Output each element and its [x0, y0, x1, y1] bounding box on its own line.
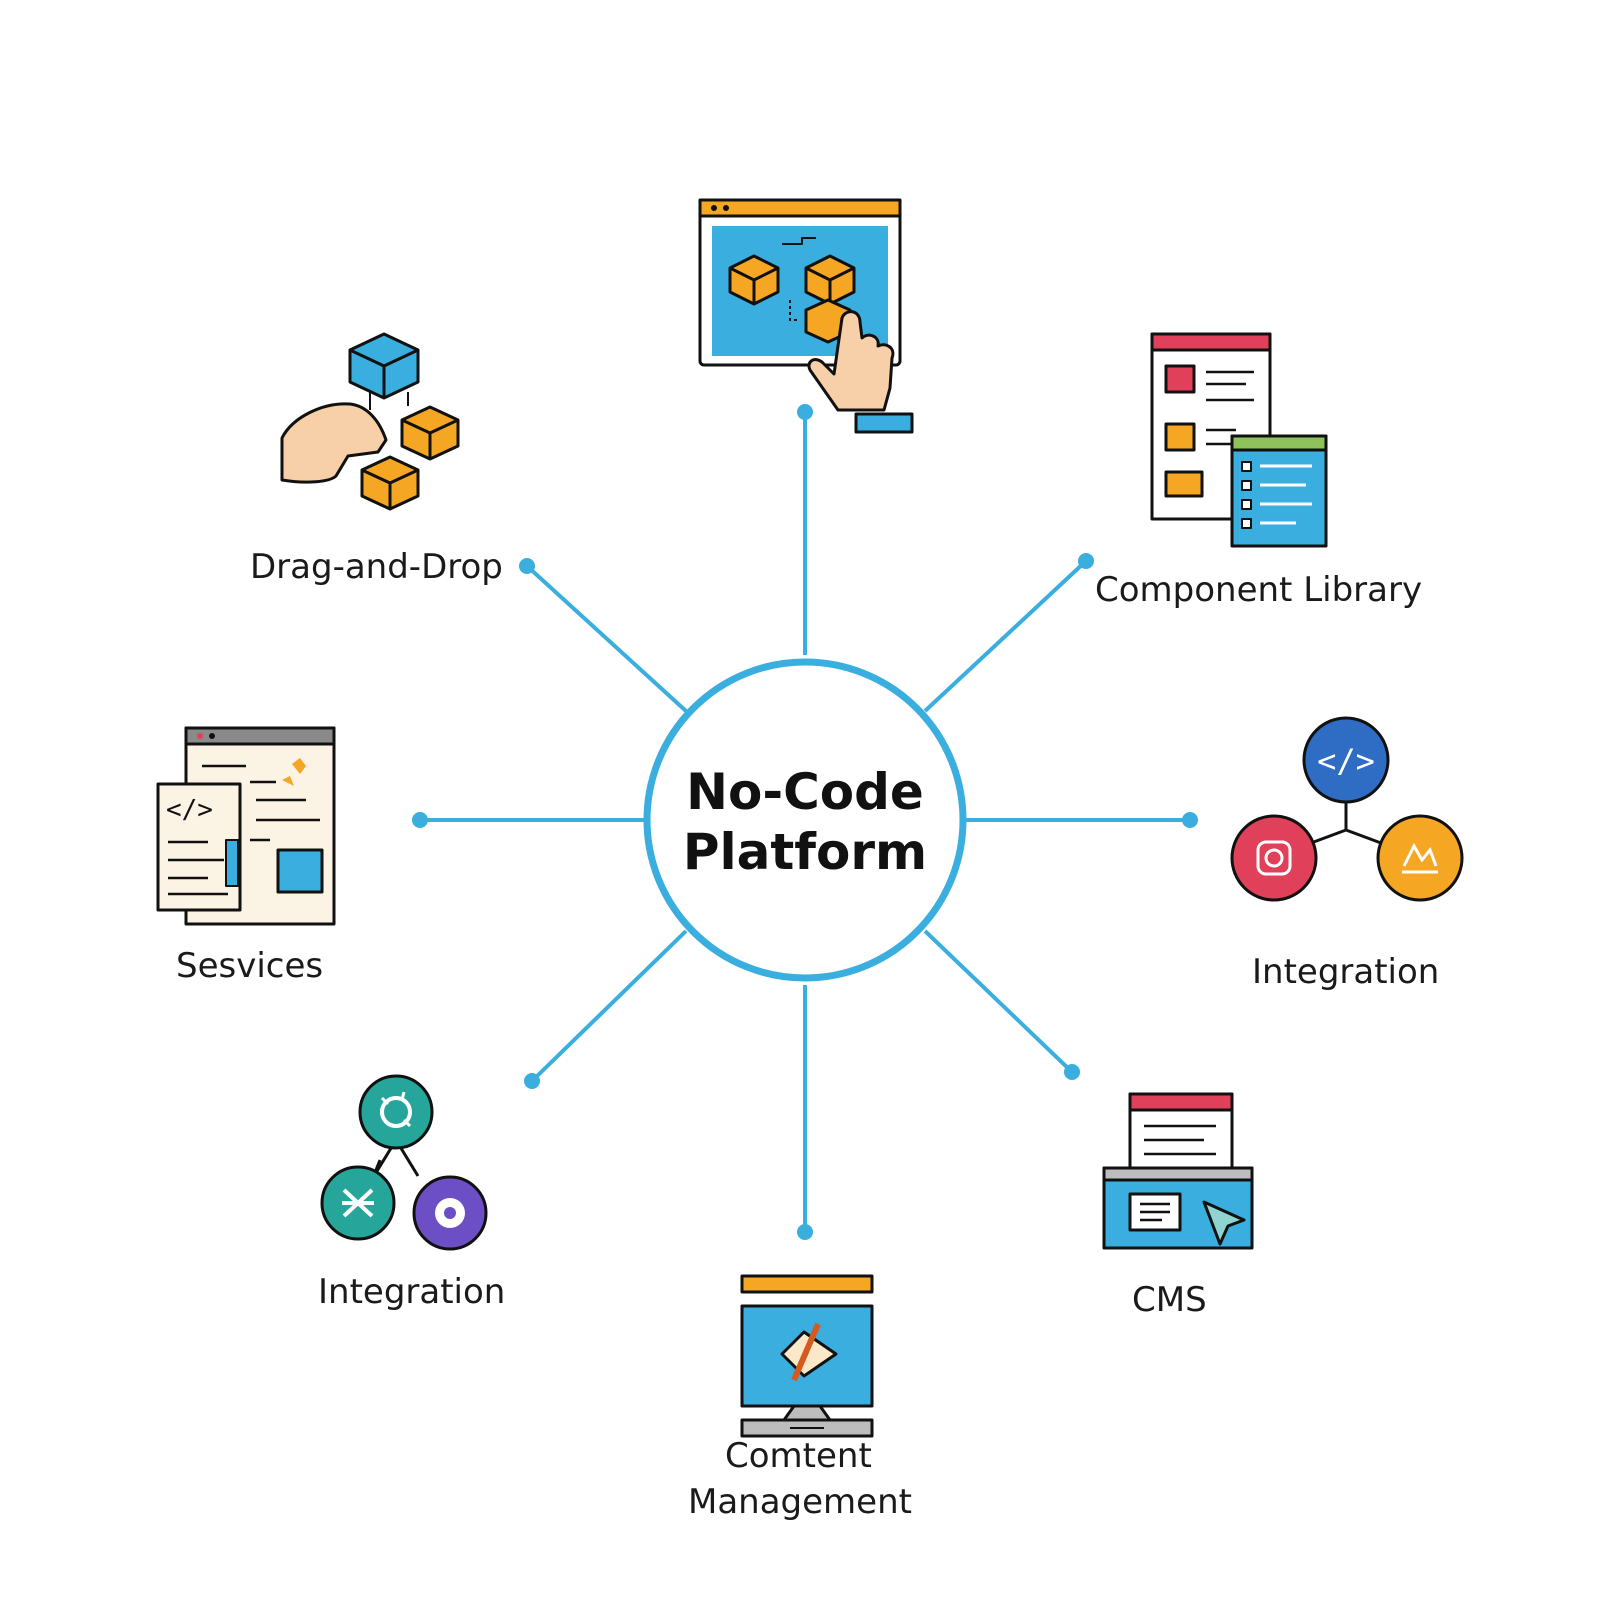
label-integration-right: Integration	[1252, 952, 1440, 992]
connector-right	[965, 812, 1198, 828]
connector-bottom	[797, 985, 813, 1240]
center-hub	[643, 658, 967, 982]
connector-top-left	[519, 558, 688, 713]
label-component-library: Component Library	[1095, 570, 1423, 610]
center-title: No-Code Platform	[660, 762, 950, 882]
drag-and-drop-icon	[280, 332, 460, 511]
connector-top	[797, 404, 813, 655]
cms-icon	[1102, 1092, 1254, 1250]
content-management-icon	[740, 1274, 874, 1438]
center-title-line1: No-Code	[686, 763, 924, 821]
connector-bottom-left	[524, 929, 688, 1089]
label-cms: CMS	[1132, 1280, 1207, 1320]
svg-text:</>: </>	[166, 795, 213, 825]
label-integration-left: Integration	[318, 1272, 506, 1312]
label-services: Sesvices	[176, 946, 324, 986]
connector-left	[412, 812, 645, 828]
label-content-management-line1: Comtent	[725, 1436, 872, 1476]
visual-builder-icon	[698, 198, 914, 434]
connector-top-right	[923, 553, 1094, 713]
component-library-icon	[1150, 332, 1328, 548]
integration-network-icon: </>	[1230, 716, 1464, 902]
label-drag-and-drop: Drag-and-Drop	[250, 547, 503, 587]
label-content-management-line2: Management	[688, 1482, 912, 1522]
connectors	[412, 404, 1198, 1240]
svg-text:</>: </>	[1317, 742, 1375, 780]
center-title-line2: Platform	[682, 823, 928, 881]
integration-gear-icon	[320, 1074, 488, 1251]
code-services-icon: </>	[156, 726, 336, 926]
connector-bottom-right	[923, 929, 1080, 1080]
